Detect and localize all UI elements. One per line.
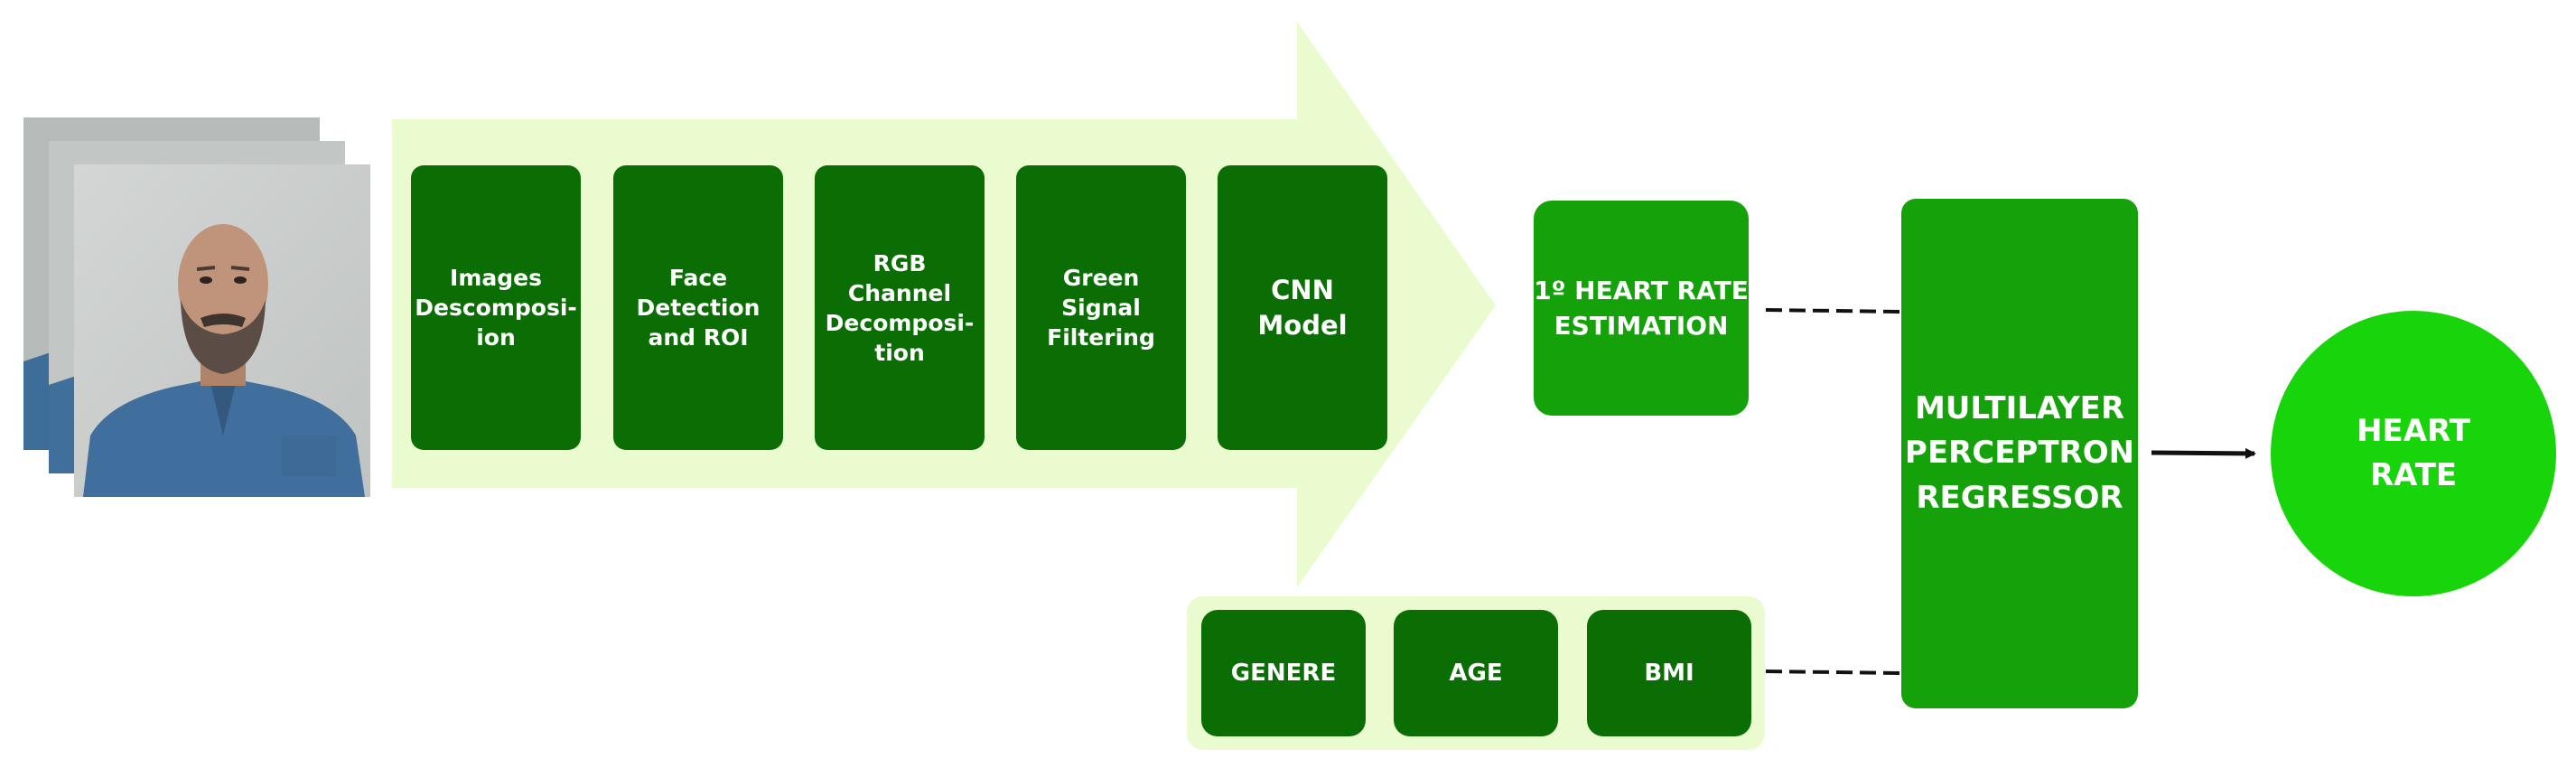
feature-age: AGE bbox=[1394, 610, 1558, 736]
feature-genere: GENERE bbox=[1201, 610, 1366, 736]
step-images-decomposition: Images Descomposi- ion bbox=[411, 165, 581, 450]
multilayer-perceptron-regressor: MULTILAYER PERCEPTRON REGRESSOR bbox=[1901, 199, 2138, 708]
step-face-detection: Face Detection and ROI bbox=[613, 165, 783, 450]
person-photo-icon bbox=[74, 164, 370, 497]
estimation-to-regressor-connector bbox=[1765, 308, 1903, 314]
regressor-to-output-arrow bbox=[2151, 447, 2256, 459]
step-cnn-model: CNN Model bbox=[1218, 165, 1387, 450]
features-to-regressor-connector bbox=[1765, 670, 1903, 675]
first-heart-rate-estimation: 1º HEART RATE ESTIMATION bbox=[1534, 201, 1749, 416]
step-rgb-decomposition: RGB Channel Decomposi- tion bbox=[815, 165, 985, 450]
feature-bmi: BMI bbox=[1587, 610, 1751, 736]
step-green-signal-filtering: Green Signal Filtering bbox=[1016, 165, 1186, 450]
input-frame-front bbox=[74, 164, 370, 497]
heart-rate-output: HEART RATE bbox=[2271, 311, 2556, 596]
